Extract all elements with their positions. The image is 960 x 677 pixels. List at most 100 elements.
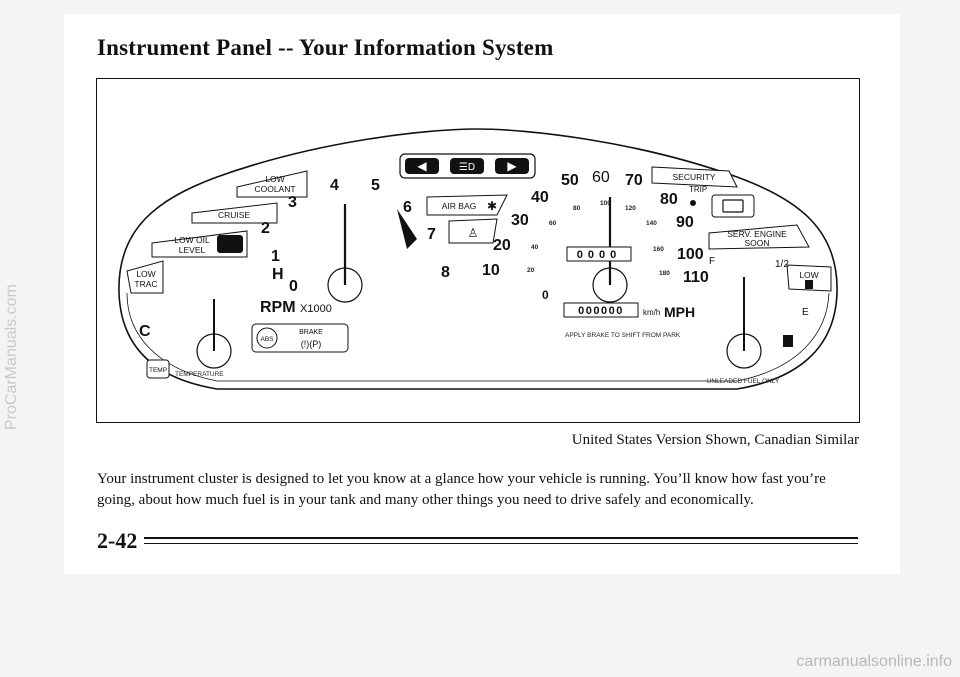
svg-text:AIR BAG: AIR BAG	[442, 201, 476, 211]
security-light: SECURITY	[651, 166, 738, 188]
page-title: Instrument Panel -- Your Information Sys…	[97, 35, 554, 60]
svg-text:LOW: LOW	[136, 269, 155, 279]
svg-text:6: 6	[403, 199, 412, 216]
svg-text:1/2: 1/2	[775, 259, 789, 270]
svg-text:2: 2	[261, 220, 270, 237]
svg-text:(!)(P): (!)(P)	[301, 339, 322, 349]
temp-light	[146, 359, 170, 379]
low-coolant-light: LOW COOLANT	[236, 170, 308, 198]
svg-text:20: 20	[493, 237, 511, 254]
low-trac-light: LOW TRAC	[126, 260, 164, 294]
svg-text:160: 160	[653, 246, 664, 253]
svg-text:7: 7	[427, 226, 436, 243]
turn-signal-block: ◀ ☰D ▶	[399, 153, 536, 179]
right-turn-icon	[495, 158, 529, 174]
svg-text:90: 90	[676, 214, 694, 231]
svg-text:0: 0	[289, 278, 298, 295]
svg-text:LOW: LOW	[799, 270, 818, 280]
svg-text:SOON: SOON	[744, 238, 769, 248]
svg-text:◀: ◀	[417, 159, 427, 173]
svg-text:km/h: km/h	[643, 308, 660, 317]
svg-text:110: 110	[683, 269, 709, 286]
svg-text:10: 10	[482, 262, 500, 279]
side-watermark: ProCarManuals.com	[3, 284, 20, 430]
odometer: 000000	[563, 302, 639, 318]
svg-text:E: E	[802, 307, 809, 318]
battery-light	[711, 194, 755, 218]
svg-text:TEMPERATURE: TEMPERATURE	[175, 371, 224, 378]
svg-text:60: 60	[592, 169, 610, 186]
svg-text:0000: 0000	[577, 249, 621, 261]
svg-text:1: 1	[271, 248, 280, 265]
cluster-inner-line	[126, 292, 830, 382]
cruise-light: CRUISE	[191, 202, 278, 224]
svg-text:3: 3	[288, 194, 297, 211]
trip-reset-button	[690, 200, 696, 206]
svg-text:0: 0	[542, 288, 549, 302]
svg-text:100: 100	[677, 246, 704, 263]
temperature-gauge: H C TEMP TEMPERATURE	[139, 266, 284, 379]
trip-odometer: 0000	[566, 246, 632, 262]
svg-text:COOLANT: COOLANT	[254, 184, 295, 194]
svg-text:SERV. ENGINE: SERV. ENGINE	[727, 229, 787, 239]
left-turn-icon	[405, 158, 439, 174]
svg-text:SECURITY: SECURITY	[673, 172, 716, 182]
fuel-pump-icon	[805, 280, 813, 289]
svg-text:70: 70	[625, 172, 643, 189]
svg-text:100: 100	[600, 200, 611, 207]
svg-text:TEMP: TEMP	[149, 367, 167, 374]
page-number: 2-42	[97, 528, 138, 553]
svg-text:180: 180	[659, 270, 670, 277]
svg-text:☰D: ☰D	[459, 162, 475, 173]
redline-marker	[397, 209, 417, 249]
svg-text:RPM: RPM	[260, 299, 296, 316]
body-paragraph: Your instrument cluster is designed to l…	[97, 471, 826, 508]
svg-text:60: 60	[549, 220, 557, 227]
svg-text:TRIP: TRIP	[689, 185, 707, 194]
svg-text:TRAC: TRAC	[134, 279, 157, 289]
svg-text:✱: ✱	[487, 199, 497, 213]
seatbelt-light: ♙	[448, 218, 498, 244]
svg-text:APPLY BRAKE TO SHIFT FROM PARK: APPLY BRAKE TO SHIFT FROM PARK	[565, 332, 681, 339]
low-fuel-light: LOW	[786, 264, 832, 292]
footer-rule	[144, 537, 858, 544]
oil-can-icon	[217, 235, 243, 253]
svg-text:120: 120	[625, 205, 636, 212]
svg-text:LEVEL: LEVEL	[179, 245, 206, 255]
svg-text:♙: ♙	[468, 226, 479, 240]
svg-text:▶: ▶	[507, 159, 517, 173]
instrument-cluster-figure: ◀ ☰D ▶ LOW COOLANT CRUISE LOW OIL LEVEL …	[96, 78, 860, 423]
svg-text:20: 20	[527, 267, 535, 274]
serv-engine-soon-light: SERV. ENGINE SOON	[708, 224, 810, 250]
svg-text:140: 140	[646, 220, 657, 227]
high-beam-icon	[450, 158, 484, 174]
svg-text:40: 40	[531, 189, 549, 206]
svg-text:UNLEADED FUEL ONLY: UNLEADED FUEL ONLY	[707, 378, 780, 385]
svg-text:80: 80	[660, 191, 678, 208]
svg-text:X1000: X1000	[300, 303, 332, 315]
svg-text:ABS: ABS	[260, 336, 274, 343]
svg-text:5: 5	[371, 177, 380, 194]
air-bag-light: AIR BAG ✱	[426, 194, 508, 216]
cluster-housing	[118, 128, 838, 390]
tachometer: 0 1 2 3 4 5 6 7 8 RPM X1000 ABS BRAKE (!…	[251, 177, 450, 353]
svg-text:H: H	[272, 266, 284, 283]
bottom-watermark: carmanualsonline.info	[796, 653, 952, 670]
svg-text:CRUISE: CRUISE	[218, 210, 250, 220]
svg-text:30: 30	[511, 212, 529, 229]
svg-text:000000: 000000	[578, 305, 624, 317]
instrument-cluster-illustration: ◀ ☰D ▶ LOW COOLANT CRUISE LOW OIL LEVEL …	[118, 128, 838, 390]
svg-text:40: 40	[531, 244, 539, 251]
svg-text:8: 8	[441, 264, 450, 281]
figure-caption: United States Version Shown, Canadian Si…	[571, 432, 859, 448]
svg-text:C: C	[139, 323, 151, 340]
svg-text:80: 80	[573, 205, 581, 212]
speedometer: 0 10 20 30 40 50 60 70 80 90 100 110 20 …	[482, 169, 709, 339]
svg-text:MPH: MPH	[664, 304, 695, 320]
abs-brake-lights: ABS BRAKE (!)(P)	[251, 323, 349, 353]
svg-text:BRAKE: BRAKE	[299, 329, 323, 336]
fuel-door-icon	[783, 335, 793, 347]
svg-text:F: F	[709, 256, 715, 267]
fuel-gauge: F 1/2 E UNLEADED FUEL ONLY	[707, 256, 809, 385]
low-oil-level-light: LOW OIL LEVEL	[151, 230, 248, 258]
